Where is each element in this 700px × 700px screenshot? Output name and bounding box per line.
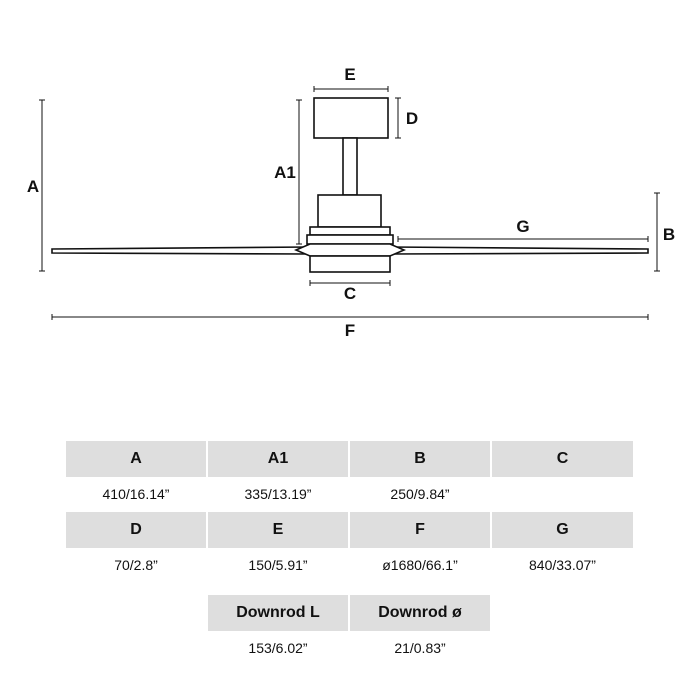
header-e: E [208, 512, 348, 548]
header-a: A [66, 441, 206, 477]
motor-housing [293, 194, 407, 273]
dim-g-label: G [516, 217, 529, 236]
header-a1: A1 [208, 441, 348, 477]
fan-dimension-diagram: A A1 D E B G C F [27, 65, 675, 340]
value-f: ø1680/66.1” [382, 557, 458, 573]
dim-e-line [313, 86, 389, 92]
header-downrod-diameter: Downrod ø [350, 595, 490, 631]
dim-a-label: A [27, 177, 39, 196]
dim-b-label: B [663, 225, 675, 244]
dim-d-label: D [406, 109, 418, 128]
dim-c-label: C [344, 284, 356, 303]
dim-a-line [39, 99, 45, 272]
value-a1: 335/13.19” [244, 486, 312, 502]
header-c: C [492, 441, 633, 477]
value-downrod-diameter: 21/0.83” [394, 640, 446, 656]
dim-b-line [654, 192, 660, 272]
value-c [492, 483, 633, 505]
dim-f-label: F [345, 321, 355, 340]
value-downrod-length: 153/6.02” [248, 640, 308, 656]
dim-a1-label: A1 [274, 163, 296, 182]
header-f: F [350, 512, 490, 548]
header-d: D [66, 512, 206, 548]
dim-c-line [309, 280, 391, 286]
dim-a1-line [296, 99, 302, 245]
header-b: B [350, 441, 490, 477]
dim-d-line [395, 97, 401, 139]
dim-e-label: E [344, 65, 355, 84]
header-downrod-length: Downrod L [208, 595, 348, 631]
value-e: 150/5.91” [248, 557, 308, 573]
dim-f-line [51, 314, 649, 320]
value-b: 250/9.84” [390, 486, 450, 502]
dim-g-line [397, 236, 649, 242]
canopy [313, 97, 389, 139]
value-g: 840/33.07” [529, 557, 596, 573]
value-d: 70/2.8” [114, 557, 158, 573]
header-g: G [492, 512, 633, 548]
value-a: 410/16.14” [102, 486, 170, 502]
downrod [342, 137, 358, 196]
